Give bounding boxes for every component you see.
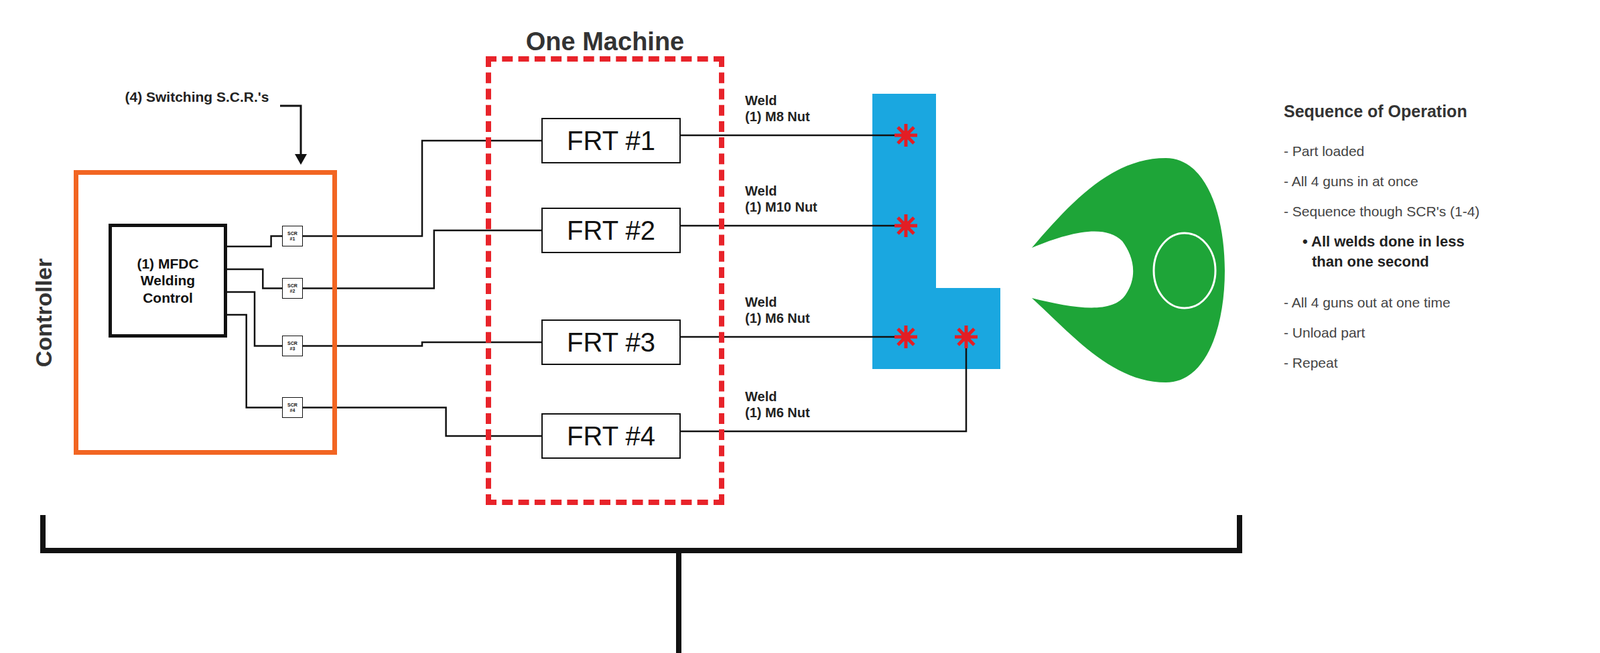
transformer-box: FRT #2 (541, 207, 681, 254)
weld-star (894, 123, 918, 147)
part-hole (1153, 233, 1216, 309)
weld-line (675, 336, 896, 339)
group-heading: One Machine (525, 27, 685, 57)
green-part (1031, 158, 1225, 383)
machine-region: One MachineFRT #1FRT #2FRT #3FRT #4 (485, 56, 725, 506)
transformer-box: FRT #3 (541, 319, 681, 366)
box-label: FRT #3 (566, 327, 656, 358)
bracket (42, 515, 1240, 653)
sequence-step: - Unload part (1283, 324, 1365, 342)
wire-connector (227, 269, 283, 289)
box-label: SCR #2 (286, 283, 299, 294)
nut-label: (1) M6 Nut (745, 310, 811, 327)
weld-label: Weld (745, 294, 777, 311)
wire-connector (302, 230, 542, 289)
box-label: FRT #4 (566, 421, 656, 452)
weld-star (954, 325, 978, 349)
weld-star (894, 214, 918, 238)
sequence-step: - Repeat (1283, 355, 1339, 372)
wire-connector (302, 342, 542, 347)
sequence-note: • All welds done in less than one second (1302, 231, 1470, 273)
box-label: SCR #1 (286, 231, 299, 242)
transformer-box: FRT #1 (541, 117, 681, 164)
nut-label: (1) M6 Nut (745, 404, 811, 421)
box-label: SCR #4 (286, 402, 299, 413)
sequence-step: - Part loaded (1283, 143, 1365, 160)
sequence-step: - All 4 guns out at one time (1283, 294, 1451, 311)
pointer-arrow (280, 105, 301, 156)
sequence-heading: Sequence of Operation (1283, 101, 1468, 122)
box-label: FRT #2 (566, 215, 656, 246)
weld-star (894, 325, 918, 349)
nut-label: (1) M10 Nut (745, 198, 818, 216)
scr-box: SCR #1 (282, 225, 303, 247)
scr-box: SCR #4 (282, 397, 303, 419)
weld-label: Weld (745, 92, 777, 109)
box-label: SCR #3 (286, 341, 299, 352)
pointer-arrowhead (294, 154, 307, 165)
weld-line (675, 225, 896, 228)
wire-connector (227, 236, 283, 248)
weld-label: Weld (745, 388, 777, 405)
transformer-box: FRT #4 (541, 413, 681, 459)
wire-connector (302, 408, 542, 437)
sequence-step: - Sequence though SCR's (1-4) (1283, 203, 1480, 220)
scr-box: SCR #2 (282, 278, 303, 299)
sequence-step: - All 4 guns in at once (1283, 173, 1419, 190)
nut-label: (1) M8 Nut (745, 108, 811, 125)
wire-connector (302, 140, 542, 237)
box-label: (1) MFDC Welding Control (124, 255, 212, 307)
wire-connector (227, 314, 283, 409)
scr-box: SCR #3 (282, 335, 303, 357)
wire-connector (227, 292, 283, 347)
controller-box: Controller(1) MFDC Welding ControlSCR #1… (73, 170, 338, 455)
welding-control-box: (1) MFDC Welding Control (108, 223, 228, 338)
weld-label: Weld (745, 182, 777, 199)
callout-label: (4) Switching S.C.R.'s (119, 88, 275, 106)
weld-line (675, 134, 896, 137)
box-label: FRT #1 (566, 125, 656, 157)
group-heading: Controller (30, 257, 57, 367)
